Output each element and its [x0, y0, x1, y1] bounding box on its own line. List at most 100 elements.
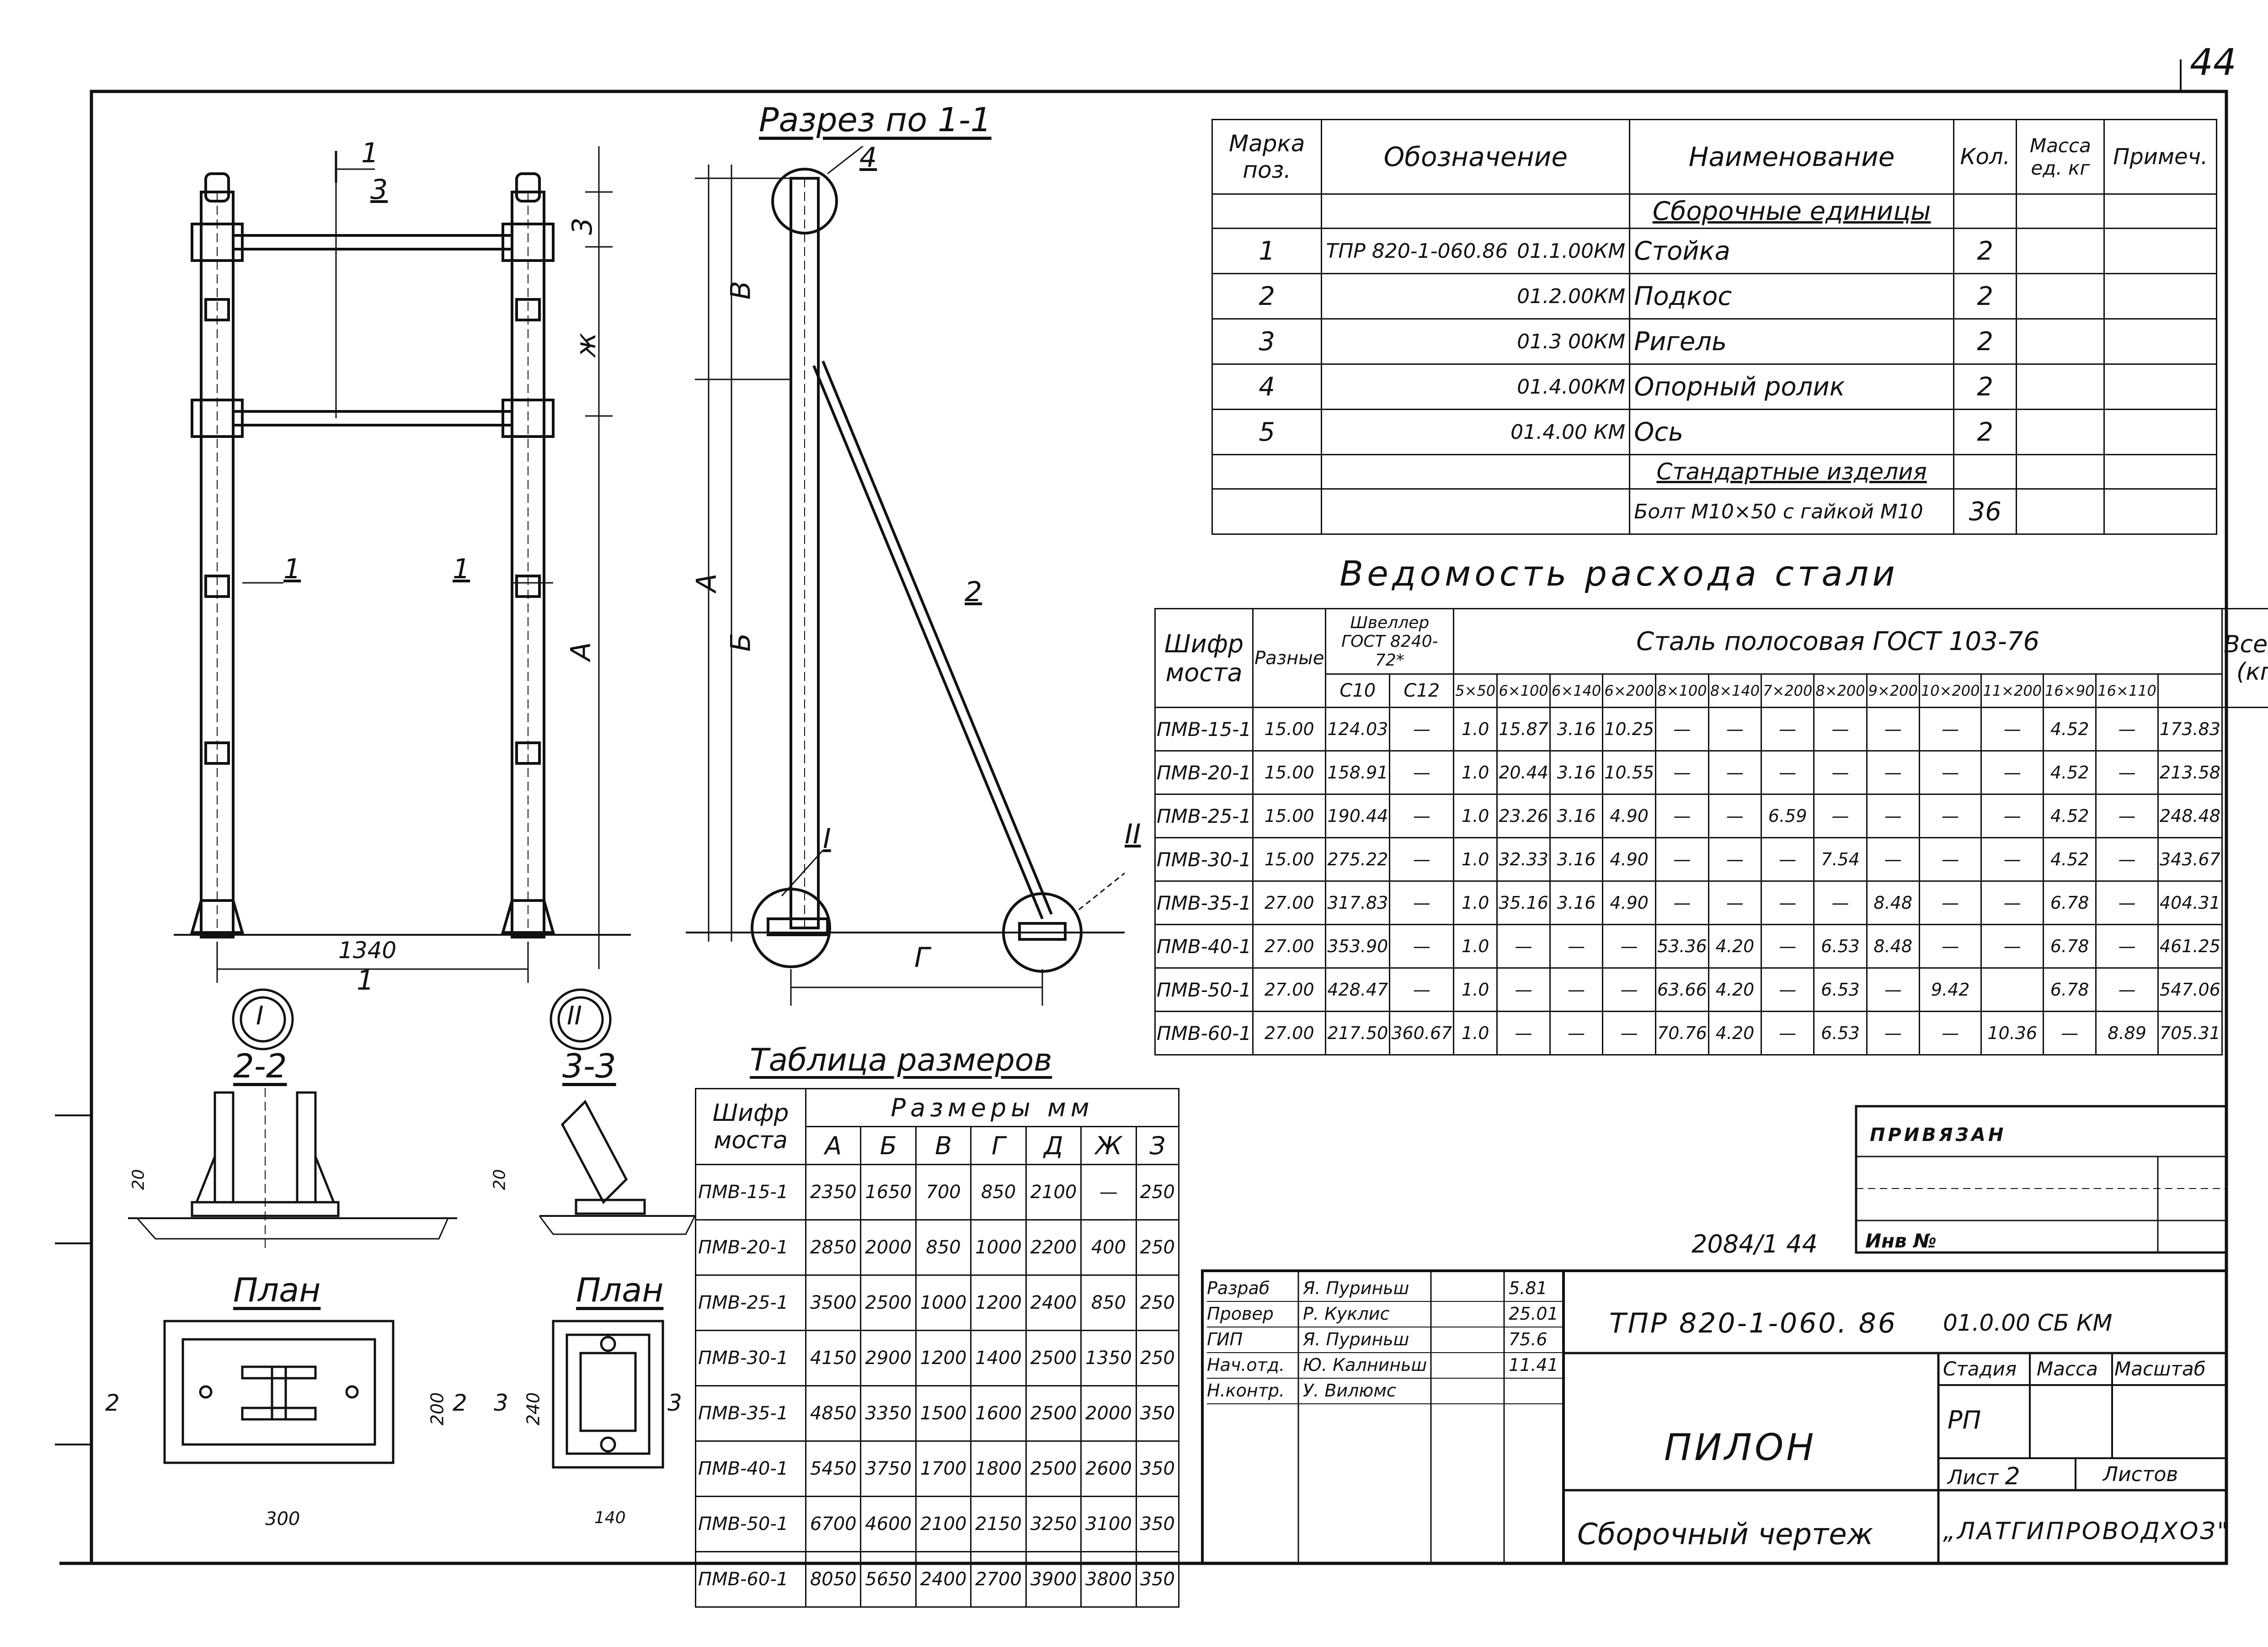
doc-code: ТПР 820-1-060. 86: [1609, 1307, 1898, 1339]
dims-cell: 1800: [970, 1440, 1027, 1497]
steel-cell: 3.16: [1549, 880, 1604, 925]
steel-cell: 10.25: [1602, 707, 1657, 752]
spec-qty: 2: [1953, 409, 2017, 455]
steel-cell: —: [1389, 924, 1455, 969]
steel-col-header: 9×200: [1866, 673, 1920, 708]
steel-cell: —: [1918, 750, 1982, 795]
steel-cell: —: [1761, 837, 1815, 882]
plan-title-right: План: [576, 1271, 664, 1309]
dims-cell: 3350: [860, 1385, 917, 1442]
steel-cell: —: [1761, 924, 1815, 969]
steel-cell: 15.00: [1252, 707, 1327, 752]
spec-pos: 1: [1211, 228, 1323, 274]
steel-cell: 173.83: [2157, 707, 2223, 752]
steel-cell: —: [1813, 750, 1868, 795]
section-2-2-view: [128, 1088, 457, 1253]
steel-row-code: ПМВ-25-1: [1154, 794, 1254, 838]
front-cut-1-bottom: 1: [357, 965, 374, 997]
dims-cell: 2400: [1025, 1274, 1082, 1331]
stage-value: РП: [1948, 1406, 1981, 1434]
steel-cell: —: [1813, 707, 1868, 752]
steel-cell: 15.00: [1252, 837, 1327, 882]
dims-cell: 2850: [805, 1219, 862, 1276]
spec-code: 01.3 00КМ: [1321, 318, 1631, 365]
steel-cell: 213.58: [2157, 750, 2223, 795]
steel-cell: 8.48: [1866, 880, 1920, 925]
steel-cell: 4.52: [2043, 837, 2097, 882]
dims-cell: 8050: [805, 1551, 862, 1608]
spec-name: Опорный ролик: [1629, 363, 1955, 410]
steel-cell: 27.00: [1252, 1011, 1327, 1055]
steel-cell: —: [1655, 750, 1709, 795]
signature-role: Н.контр.: [1207, 1380, 1285, 1401]
steel-cell: 6.78: [2043, 924, 2097, 969]
attached-label: ПРИВЯЗАН: [1870, 1125, 2007, 1146]
spec-row: 3 01.3 00КМ Ригель 2: [1211, 318, 2217, 365]
dims-cell: 1650: [860, 1164, 917, 1221]
dims-row-code: ПМВ-60-1: [695, 1551, 806, 1608]
dims-cell: 850: [970, 1164, 1027, 1221]
dims-cell: 1200: [915, 1330, 972, 1386]
plan-cut-3-left: 3: [494, 1390, 508, 1416]
steel-cell: 3.16: [1549, 794, 1604, 838]
steel-cell: 1.0: [1453, 1011, 1498, 1055]
section-dim-g: Г: [914, 942, 930, 974]
spec-h-name: Наименование: [1629, 119, 1955, 195]
steel-cell: 6.53: [1813, 924, 1868, 969]
steel-cell: —: [1496, 1011, 1551, 1055]
spec-code: ТПР 820-1-060.86 01.1.00КМ: [1321, 228, 1631, 274]
steel-cell: —: [1866, 967, 1920, 1012]
steel-cell: 6.53: [1813, 967, 1868, 1012]
dims-cell: 2400: [915, 1551, 972, 1608]
steel-col-header: 6×140: [1549, 673, 1604, 708]
steel-cell: —: [1761, 707, 1815, 752]
steel-cell: 15.87: [1496, 707, 1551, 752]
steel-col-header: С10: [1325, 673, 1391, 708]
steel-col-header: 10×200: [1918, 673, 1982, 708]
steel-cell: 317.83: [1325, 880, 1391, 925]
inv-handwritten: 2084/1 44: [1692, 1230, 1818, 1258]
steel-cell: 6.78: [2043, 967, 2097, 1012]
steel-cell: —: [2095, 837, 2159, 882]
signature-role: Нач.отд.: [1207, 1355, 1285, 1375]
steel-row-code: ПМВ-60-1: [1154, 1011, 1254, 1055]
dims-cell: 1400: [970, 1330, 1027, 1386]
dims-cell: 4850: [805, 1385, 862, 1442]
dims-cell: 2500: [1025, 1440, 1082, 1497]
steel-cell: 3.16: [1549, 750, 1604, 795]
steel-cell: —: [1866, 1011, 1920, 1055]
signature-role: ГИП: [1207, 1329, 1243, 1349]
steel-cell: —: [2095, 924, 2159, 969]
steel-cell: 10.55: [1602, 750, 1657, 795]
dims-cell: 250: [1135, 1330, 1180, 1386]
steel-header-row-1: Шифр моста Разные Швеллер ГОСТ 8240-72* …: [1154, 608, 2268, 708]
steel-cell: —: [1813, 794, 1868, 838]
front-dim-1340: 1340: [338, 937, 397, 964]
steel-cell: 1.0: [1453, 750, 1498, 795]
section-pos-4: 4: [859, 142, 877, 174]
steel-cell: 32.33: [1496, 837, 1551, 882]
spec-name: Ось: [1629, 409, 1955, 455]
signature-name: У. Вилюмс: [1303, 1380, 1396, 1401]
plan-cut-2-right: 2: [453, 1390, 467, 1416]
dims-cell: 3900: [1025, 1551, 1082, 1608]
steel-cell: 35.16: [1496, 880, 1551, 925]
steel-cell: 4.52: [2043, 707, 2097, 752]
dims-cell: 2900: [860, 1330, 917, 1386]
spec-group-row: Стандартные изделия: [1211, 454, 2217, 490]
steel-cell: 7.54: [1813, 837, 1868, 882]
steel-row-code: ПМВ-20-1: [1154, 750, 1254, 795]
spec-header-row: Марка поз. Обозначение Наименование Кол.…: [1211, 119, 2217, 195]
front-cut-1-top: 1: [361, 137, 379, 169]
section-3-3-title: 3-3: [562, 1047, 616, 1085]
dims-cell: —: [1080, 1164, 1137, 1221]
dims-table-title: Таблица размеров: [750, 1042, 1052, 1078]
